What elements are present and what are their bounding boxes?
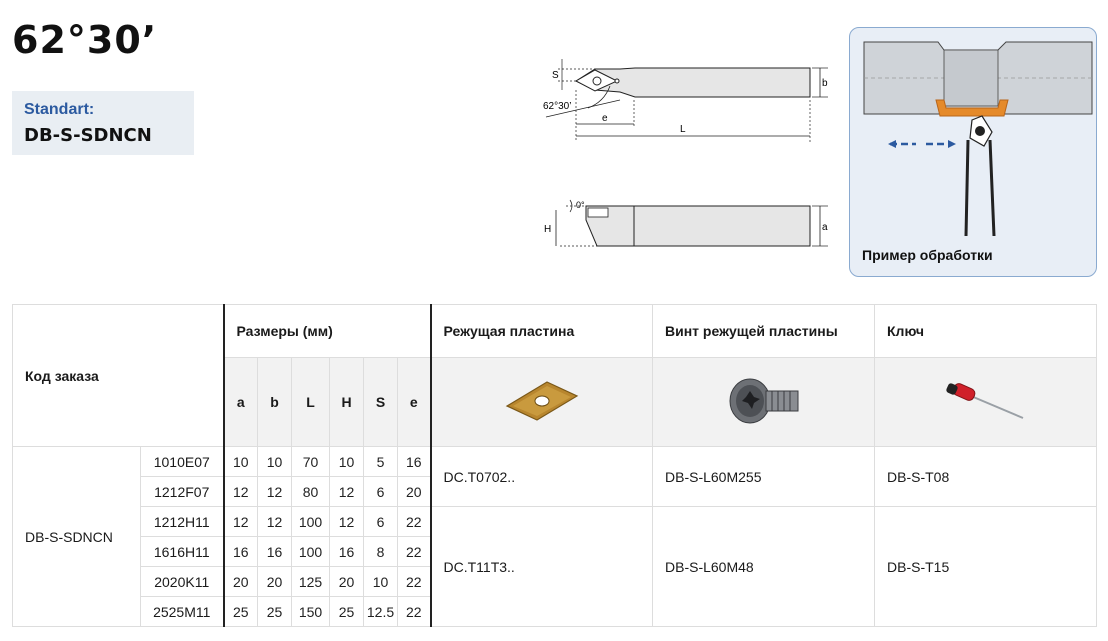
label-b: b (822, 78, 828, 89)
dim-cell-a: 12 (222, 476, 258, 507)
dim-header-s: S (363, 357, 398, 447)
insert-image (505, 380, 579, 421)
dim-cell-a: 12 (222, 506, 258, 537)
dim-header-h: H (329, 357, 364, 447)
dim-cell-e: 20 (397, 476, 431, 507)
key-image-cell (874, 357, 1097, 447)
example-caption: Пример обработки (862, 247, 993, 263)
screw-code-cell: DB-S-L60M48 (652, 506, 875, 627)
dim-cell-h: 25 (329, 596, 364, 627)
dim-cell-a: 10 (222, 446, 258, 477)
dim-cell-h: 12 (329, 476, 364, 507)
dim-cell-s: 6 (363, 506, 398, 537)
dim-header-l: L (291, 357, 330, 447)
dim-cell-l: 125 (291, 566, 330, 597)
dim-cell-a: 16 (222, 536, 258, 567)
standard-value: DB-S-SDNCN (24, 125, 152, 146)
size-code-cell: 1010E07 (140, 446, 224, 477)
header-key: Ключ (874, 304, 1097, 358)
dim-cell-s: 5 (363, 446, 398, 477)
dim-cell-s: 12.5 (363, 596, 398, 627)
insert-image-cell (429, 357, 653, 447)
dim-cell-l: 100 (291, 536, 330, 567)
label-a: a (822, 222, 828, 233)
label-s: S (552, 70, 559, 81)
screw-code-cell: DB-S-L60M255 (652, 446, 875, 507)
dim-cell-l: 80 (291, 476, 330, 507)
header-order-code: Код заказа (12, 304, 224, 447)
key-code-cell: DB-S-T08 (874, 446, 1097, 507)
label-angle: 62°30’ (543, 101, 571, 112)
size-code-cell: 1212F07 (140, 476, 224, 507)
dim-cell-b: 25 (257, 596, 292, 627)
dim-cell-b: 20 (257, 566, 292, 597)
machining-example-panel: Пример обработки (849, 27, 1097, 277)
header-insert: Режущая пластина (429, 304, 653, 358)
dim-cell-h: 12 (329, 506, 364, 537)
order-table: Код заказа Размеры (мм) Режущая пластина… (12, 304, 1097, 627)
insert-code-cell: DC.T11T3.. (429, 506, 653, 627)
size-code-cell: 2020K11 (140, 566, 224, 597)
dim-cell-b: 10 (257, 446, 292, 477)
key-code-cell: DB-S-T15 (874, 506, 1097, 627)
dim-cell-b: 12 (257, 506, 292, 537)
size-code-cell: 1212H11 (140, 506, 224, 537)
standard-box: Standart: DB-S-SDNCN (12, 91, 194, 155)
dim-cell-e: 22 (397, 566, 431, 597)
dim-cell-e: 22 (397, 596, 431, 627)
size-code-cell: 2525M11 (140, 596, 224, 627)
dim-cell-e: 22 (397, 506, 431, 537)
size-code-cell: 1616H11 (140, 536, 224, 567)
dim-cell-b: 16 (257, 536, 292, 567)
dim-cell-a: 20 (222, 566, 258, 597)
dim-cell-b: 12 (257, 476, 292, 507)
side-view-drawing: H 0° a (544, 199, 828, 247)
family-code-cell: DB-S-SDNCN (12, 446, 141, 627)
dim-cell-a: 25 (222, 596, 258, 627)
dim-cell-l: 150 (291, 596, 330, 627)
dim-cell-h: 20 (329, 566, 364, 597)
screw-image (729, 378, 798, 423)
dim-cell-e: 22 (397, 536, 431, 567)
dim-cell-s: 10 (363, 566, 398, 597)
dim-header-a: a (222, 357, 258, 447)
dim-cell-e: 16 (397, 446, 431, 477)
standard-label: Standart: (24, 101, 95, 118)
dim-header-e: e (397, 357, 431, 447)
label-h: H (544, 224, 551, 235)
dim-cell-s: 6 (363, 476, 398, 507)
label-e: e (602, 113, 608, 124)
dim-cell-h: 16 (329, 536, 364, 567)
header-screw: Винт режущей пластины (652, 304, 875, 358)
dim-cell-l: 100 (291, 506, 330, 537)
header-dimensions: Размеры (мм) (222, 304, 431, 358)
page-title: 62°30’ (12, 18, 158, 62)
dim-header-b: b (257, 357, 292, 447)
dim-cell-s: 8 (363, 536, 398, 567)
top-view-drawing: S b 62°30’ e L (543, 59, 828, 142)
screw-image-cell (652, 357, 875, 447)
insert-code-cell: DC.T0702.. (429, 446, 653, 507)
machining-illustration (863, 41, 1093, 237)
label-l: L (680, 124, 686, 135)
dim-cell-l: 70 (291, 446, 330, 477)
key-image (945, 382, 1023, 419)
dim-cell-h: 10 (329, 446, 364, 477)
label-zero-angle: 0° (576, 200, 585, 210)
